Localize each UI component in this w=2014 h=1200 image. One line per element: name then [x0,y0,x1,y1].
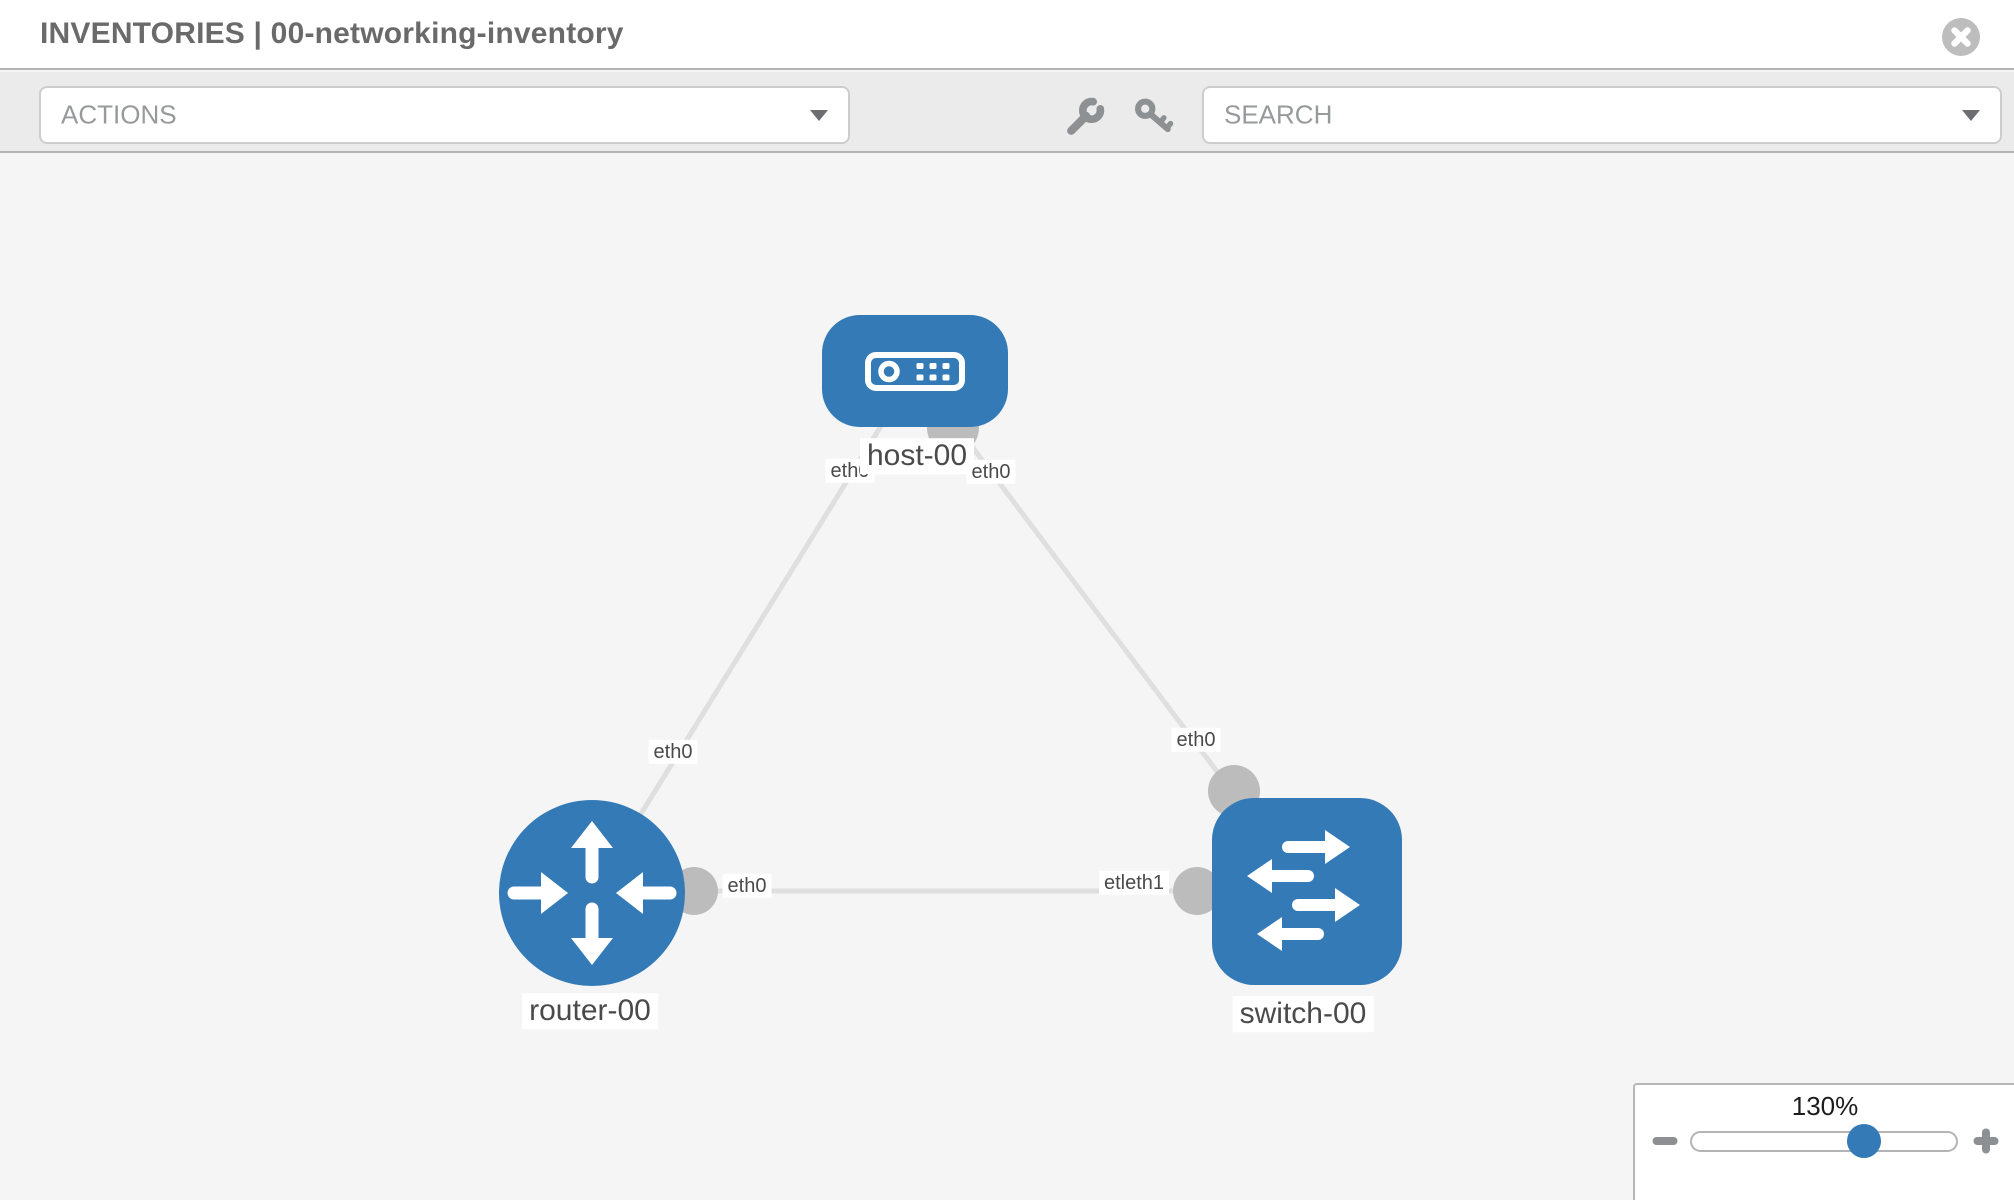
switch-icon [1247,830,1360,951]
close-icon [1942,18,1980,56]
node-switch-00[interactable] [1212,798,1402,985]
interface-ports [670,402,1260,915]
node-router-00[interactable] [499,800,685,986]
interface-label: eth0 [648,739,698,765]
zoom-slider-track[interactable] [1690,1131,1958,1152]
close-button[interactable] [1942,18,1980,56]
key-icon [1135,98,1174,133]
wrench-icon [1067,97,1105,135]
zoom-in-icon [1982,1128,1990,1154]
interface-label: eth0 [722,873,772,899]
interface-label: eth0 [1171,727,1221,753]
node-host-00[interactable] [822,315,1008,427]
node-label-host-00: host-00 [859,438,975,474]
search-dropdown-value: SEARCH [1224,99,1333,130]
search-dropdown[interactable]: SEARCH [1202,86,2002,144]
node-label-switch-00: switch-00 [1232,996,1374,1032]
host-icon [865,352,965,391]
zoom-out-icon [1652,1137,1678,1145]
topology-graph [499,315,1402,986]
chevron-down-icon [810,110,828,121]
zoom-in-button[interactable] [1968,1123,2004,1159]
chevron-down-icon [1962,110,1980,121]
toolbar: ACTIONS SEARCH [0,72,2014,153]
port-switch-eth1 [1173,867,1221,915]
tools-button[interactable] [1063,95,1107,139]
interface-label: eth0 [966,459,1016,485]
key-button[interactable] [1132,95,1176,139]
zoom-level: 130% [1791,1091,1859,1121]
actions-dropdown[interactable]: ACTIONS [39,86,850,144]
actions-dropdown-value: ACTIONS [61,99,177,130]
header-bar: INVENTORIES | 00-networking-inventory [0,0,2014,70]
zoom-out-button[interactable] [1647,1123,1683,1159]
zoom-slider-knob[interactable] [1847,1124,1881,1158]
zoom-control-panel: 130% [1633,1083,2014,1200]
page-title: INVENTORIES | 00-networking-inventory [40,17,624,50]
router-icon [507,821,677,965]
node-label-router-00: router-00 [522,993,658,1029]
